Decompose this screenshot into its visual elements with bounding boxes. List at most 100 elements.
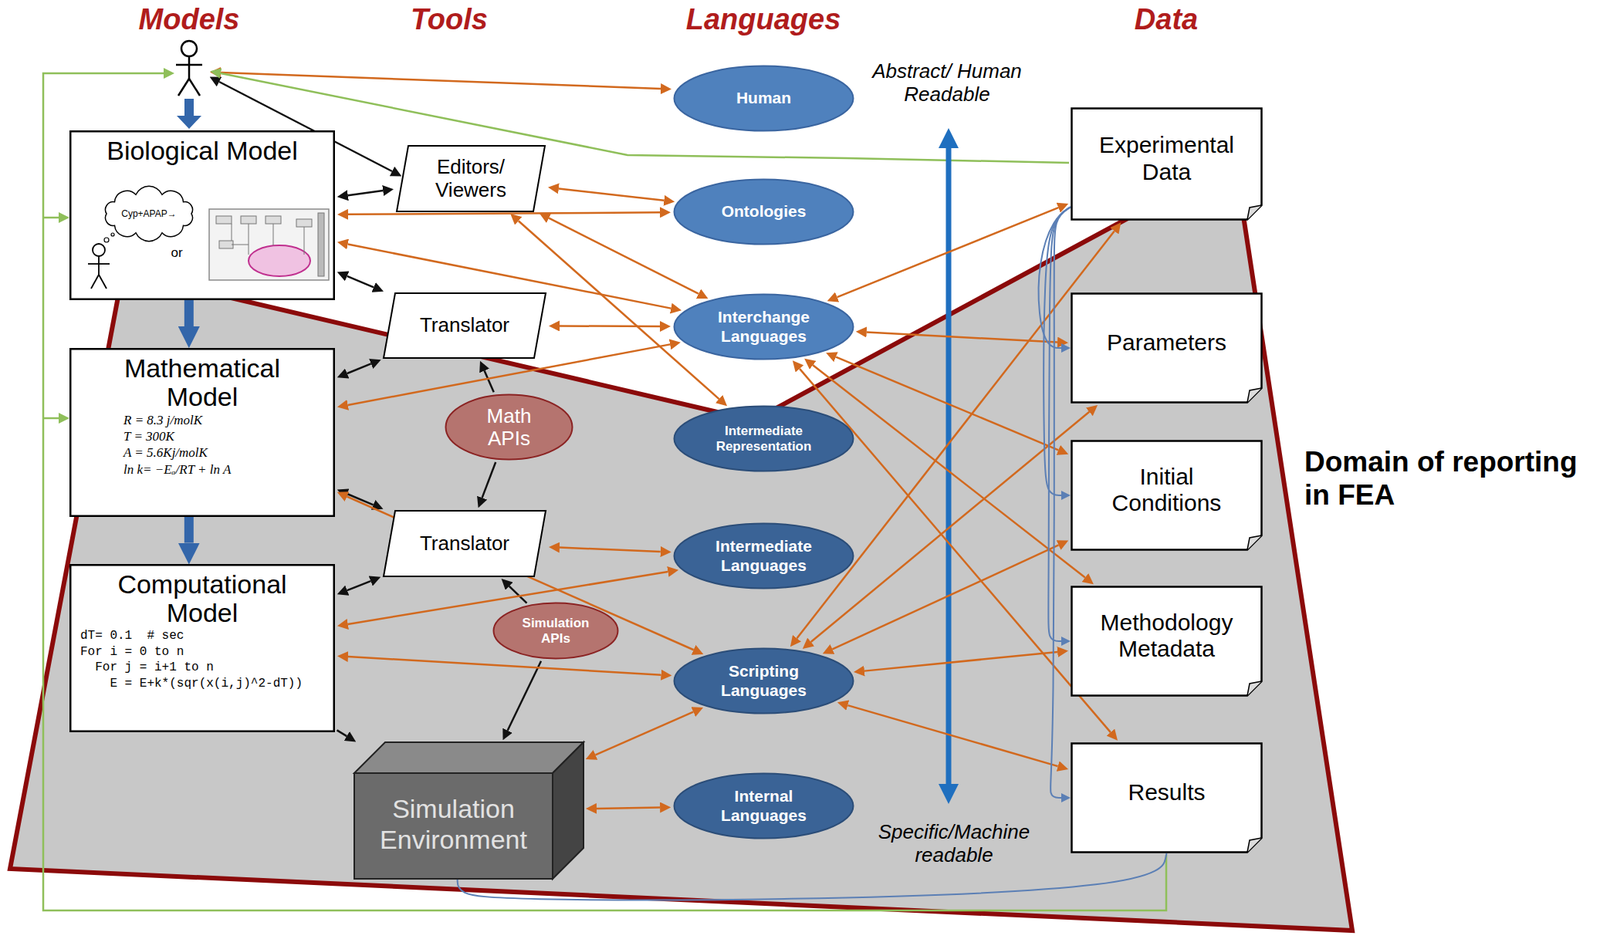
pathway-item bbox=[219, 240, 234, 249]
data-document: Parameters bbox=[1070, 292, 1263, 404]
ellipse-outline bbox=[674, 66, 854, 132]
node-title: Scripting Languages bbox=[696, 662, 832, 700]
ellipse-outline bbox=[674, 774, 854, 839]
document-outline bbox=[1072, 108, 1262, 220]
cell-compartment bbox=[248, 245, 311, 277]
node-title: Mathematical Model bbox=[86, 354, 318, 413]
figure-head bbox=[92, 243, 105, 257]
document-outline bbox=[1072, 744, 1262, 853]
connector bbox=[595, 712, 694, 756]
document-fold bbox=[1247, 838, 1262, 853]
box-outline bbox=[70, 564, 335, 732]
feedback-branch bbox=[43, 417, 59, 420]
node-title: Interchange Languages bbox=[696, 307, 832, 346]
column-heading: Data bbox=[1089, 3, 1244, 37]
pathway-wire bbox=[231, 223, 305, 255]
ellipse-outline bbox=[674, 524, 854, 589]
node-detail: T = 300K bbox=[123, 428, 175, 445]
node-content: Experimental Data bbox=[1070, 107, 1263, 221]
node-content: Translator bbox=[382, 292, 547, 359]
language-ellipse: Interchange Languages bbox=[673, 293, 855, 361]
data-document: Results bbox=[1070, 742, 1263, 854]
data-document: Methodology Metadata bbox=[1070, 585, 1263, 697]
node-title: Cyp+APAP→ bbox=[121, 208, 176, 220]
language-ellipse: Internal Languages bbox=[673, 772, 855, 840]
connector bbox=[832, 544, 1059, 650]
node-content: Intermediate Representation bbox=[673, 405, 855, 473]
node-content: Math APIs bbox=[444, 393, 574, 461]
abstraction-axis bbox=[946, 148, 952, 785]
model-box: Cyp+APAP→ Biological Model bbox=[69, 130, 335, 301]
node-title: Simulation APIs bbox=[509, 615, 603, 647]
node-title: Experimental Data bbox=[1084, 131, 1249, 186]
figure-arms bbox=[175, 64, 203, 67]
node-title: Intermediate Representation bbox=[696, 423, 832, 454]
connector bbox=[558, 188, 664, 200]
node-content: Human bbox=[673, 64, 855, 132]
node-detail: For j = i+1 to n bbox=[94, 659, 214, 677]
node-title: Translator bbox=[419, 532, 510, 555]
document-outline bbox=[1072, 587, 1262, 697]
node-title: Internal Languages bbox=[696, 787, 832, 825]
tool-box: Translator bbox=[382, 292, 547, 359]
connector bbox=[347, 581, 371, 591]
connector bbox=[347, 276, 374, 288]
pathway-frame bbox=[209, 209, 329, 281]
node-content: Interchange Languages bbox=[673, 293, 855, 361]
connector bbox=[347, 363, 372, 374]
note: or bbox=[163, 245, 190, 261]
column-heading: Languages bbox=[663, 3, 864, 37]
figure-leg bbox=[178, 78, 190, 96]
node-title: Computational Model bbox=[86, 570, 318, 629]
document-fold bbox=[1247, 205, 1262, 220]
node-title: Parameters bbox=[1106, 329, 1227, 357]
thought-dot bbox=[104, 237, 109, 243]
node-detail: ln k= −Eₐ/RT + ln A bbox=[123, 461, 231, 478]
connector bbox=[184, 517, 194, 544]
connector bbox=[811, 412, 1090, 643]
node-content: Intermediate Languages bbox=[673, 522, 855, 590]
axis-label: Abstract/ Human Readable bbox=[862, 58, 1032, 109]
connector bbox=[1050, 206, 1071, 799]
figure-leg bbox=[98, 274, 107, 289]
node-detail: A = 5.6Kj/molK bbox=[123, 444, 208, 461]
figure-arms bbox=[87, 263, 110, 265]
node-content: Initial Conditions bbox=[1070, 439, 1263, 552]
figure-body bbox=[98, 256, 100, 275]
ellipse-outline bbox=[674, 649, 854, 714]
node-content: Results bbox=[1070, 742, 1263, 854]
column-heading: Tools bbox=[372, 3, 527, 37]
api-ellipse: Simulation APIs bbox=[492, 602, 620, 660]
data-document: Experimental Data bbox=[1070, 107, 1263, 221]
document-outline bbox=[1072, 294, 1262, 403]
thought-dot bbox=[111, 233, 115, 237]
cube-side bbox=[552, 742, 584, 880]
node-detail: E = E+k*(sqr(x(i,j)^2-dT)) bbox=[109, 676, 303, 693]
box-outline bbox=[70, 348, 335, 517]
language-ellipse: Ontologies bbox=[673, 178, 855, 246]
node-title: Simulation Environment bbox=[358, 794, 548, 855]
document-fold bbox=[1247, 681, 1262, 697]
simulation-box: Simulation Environment bbox=[354, 742, 584, 880]
node-content: Translator bbox=[382, 510, 547, 578]
model-box: Mathematical ModelR = 8.3 j/molKT = 300K… bbox=[69, 348, 335, 518]
membrane bbox=[317, 213, 325, 277]
modeller-figure bbox=[87, 243, 110, 289]
node-detail: R = 8.3 j/molK bbox=[123, 412, 203, 429]
connector bbox=[1043, 206, 1071, 496]
connector bbox=[835, 357, 1059, 451]
connector bbox=[559, 547, 661, 552]
node-title: Intermediate Languages bbox=[696, 537, 832, 575]
cube-front bbox=[354, 773, 553, 880]
language-ellipse: Human bbox=[673, 64, 855, 132]
node-content: Simulation Environment bbox=[354, 742, 584, 880]
ellipse-outline bbox=[674, 406, 854, 472]
connector bbox=[348, 190, 383, 196]
connector bbox=[1048, 206, 1071, 642]
node-content: Editors/ Viewers bbox=[395, 145, 546, 213]
node-title: Methodology Metadata bbox=[1084, 609, 1249, 664]
node-title: Biological Model bbox=[106, 136, 298, 166]
connector bbox=[482, 462, 497, 498]
language-ellipse: Scripting Languages bbox=[673, 647, 855, 715]
connector bbox=[864, 652, 1058, 672]
